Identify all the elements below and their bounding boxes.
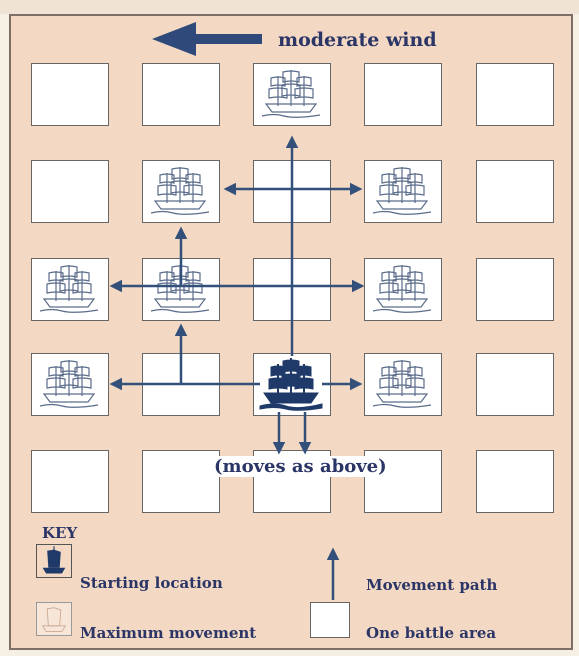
maximum-movement-ship bbox=[143, 259, 219, 322]
key-battle-area-label: One battle area bbox=[366, 624, 496, 642]
battle-area-cell bbox=[253, 353, 331, 416]
battle-area-cell bbox=[142, 160, 220, 223]
battle-area-cell bbox=[31, 353, 109, 416]
battle-area-cell bbox=[31, 450, 109, 513]
battle-area-cell bbox=[364, 353, 442, 416]
key-maximum-icon bbox=[36, 602, 72, 636]
battle-area-cell bbox=[253, 160, 331, 223]
key-starting-icon bbox=[36, 544, 72, 578]
battle-area-cell bbox=[364, 160, 442, 223]
maximum-movement-ship bbox=[32, 354, 108, 417]
maximum-movement-ship bbox=[254, 64, 330, 127]
battle-area-cell bbox=[142, 450, 220, 513]
maximum-movement-ship bbox=[365, 161, 441, 224]
key-title: KEY bbox=[42, 524, 77, 542]
moves-note: (moves as above) bbox=[214, 456, 387, 477]
battle-area-cell bbox=[476, 353, 554, 416]
battle-area-cell bbox=[253, 63, 331, 126]
battle-area-cell bbox=[364, 258, 442, 321]
battle-area-cell bbox=[364, 63, 442, 126]
maximum-movement-ship bbox=[32, 259, 108, 322]
key-movement-path-label: Movement path bbox=[366, 576, 497, 594]
battle-area-cell bbox=[31, 160, 109, 223]
battle-area-cell bbox=[476, 63, 554, 126]
battle-area-cell bbox=[476, 258, 554, 321]
battle-area-cell bbox=[142, 63, 220, 126]
maximum-movement-ship bbox=[365, 354, 441, 417]
battle-area-cell bbox=[476, 450, 554, 513]
battle-area-cell bbox=[31, 63, 109, 126]
battle-area-cell bbox=[31, 258, 109, 321]
key-maximum-label: Maximum movement bbox=[80, 624, 256, 642]
maximum-movement-ship bbox=[365, 259, 441, 322]
battle-area-cell bbox=[476, 160, 554, 223]
battle-area-cell bbox=[142, 353, 220, 416]
top-strip bbox=[0, 0, 579, 14]
wind-label: moderate wind bbox=[278, 29, 437, 51]
maximum-movement-ship bbox=[143, 161, 219, 224]
starting-location-ship bbox=[254, 354, 330, 417]
key-starting-label: Starting location bbox=[80, 574, 223, 592]
battle-area-cell bbox=[142, 258, 220, 321]
key-battle-area-box bbox=[310, 602, 350, 638]
battle-area-cell bbox=[253, 258, 331, 321]
